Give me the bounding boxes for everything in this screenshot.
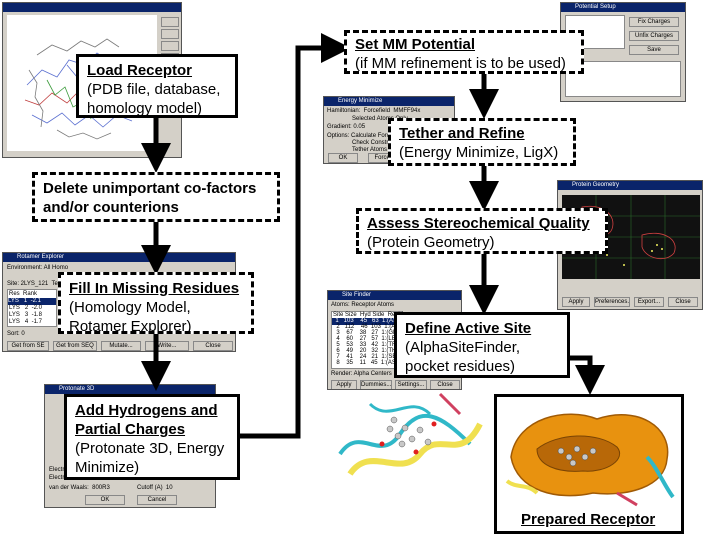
ok-button: OK [85, 495, 125, 505]
step-title: Fill In Missing Residues [69, 280, 240, 297]
vdw-field: van der Waals: 800R3 [49, 485, 110, 491]
apply-button: Apply [331, 380, 357, 389]
site-list: Site Size Hyd Side Residues 1 103 45 63 … [331, 311, 413, 369]
rotamer-window-title: Rotamer Explorer [17, 254, 65, 260]
settings-button: Settings... [395, 380, 427, 389]
ok-button: OK [328, 153, 358, 163]
step-subtitle: (Homology Model, Rotamer Explorer) [69, 299, 192, 335]
dummies-button: Dummies... [360, 380, 392, 389]
step-title: Add Hydrogens and Partial Charges [75, 402, 218, 438]
rotamer-row: LYS 4 -1.7 [9, 319, 42, 325]
apply-button: Apply [562, 297, 590, 307]
step-title: Load Receptor [87, 62, 193, 79]
active-site-render [330, 384, 490, 484]
get-from-seq-button: Get from SEQ [53, 341, 97, 351]
step-assess-quality: Assess Stereochemical Quality (Protein G… [356, 208, 608, 254]
step-fill-missing-residues: Fill In Missing Residues (Homology Model… [58, 272, 254, 335]
electrostatics-field: Electr [49, 475, 65, 481]
prepared-receptor-panel: Prepared Receptor [494, 394, 684, 534]
cutoff-field: Cutoff (A) 10 [137, 485, 173, 491]
site-row: 8 35 11 45 1:(ASN [333, 360, 401, 366]
save-button: Save [629, 45, 679, 55]
prepared-receptor-label: Prepared Receptor [521, 511, 656, 528]
window-titlebar [558, 181, 702, 190]
rotamer-row: Res Rank [9, 291, 38, 297]
potential-options-area [565, 61, 681, 97]
side-button [161, 17, 179, 27]
step-delete-cofactors: Delete unimportant co-factors and/or cou… [32, 172, 280, 222]
step-title: Tether and Refine [399, 125, 525, 142]
window-titlebar [324, 97, 454, 106]
fix-charges-button: Fix Charges [629, 17, 679, 27]
cancel-button: Cancel [137, 495, 177, 505]
close-button: Close [193, 341, 233, 351]
step-subtitle: (Protein Geometry) [367, 234, 495, 251]
step-title: Assess Stereochemical Quality [367, 215, 590, 232]
close-button: Close [668, 297, 698, 307]
window-titlebar [3, 253, 235, 262]
window-titlebar [3, 3, 181, 12]
electrostatics-field: Electr [49, 467, 65, 473]
pocket-surface-icon [505, 413, 675, 507]
energy-window-title: Energy Minimize [338, 98, 383, 104]
check-constraints-option: Check Constraints [352, 140, 402, 146]
step-tether-refine: Tether and Refine (Energy Minimize, LigX… [388, 118, 576, 166]
site-field: Site: 2LYS_121 Tem [7, 281, 63, 287]
arrow-define-to-final [560, 355, 605, 395]
window-titlebar [561, 3, 685, 12]
export-button: Export... [634, 297, 664, 307]
site-row: 1 103 45 63 1:(ASP [332, 318, 402, 325]
window-titlebar [328, 291, 461, 300]
atoms-field: Atoms: Receptor Atoms [331, 302, 395, 308]
side-button [161, 41, 179, 51]
step-subtitle: (AlphaSiteFinder, pocket residues) [405, 339, 521, 375]
environment-field: Environment: All Homo [7, 265, 69, 271]
site-row: 7 41 24 21 1:(SER [333, 354, 401, 360]
step-set-mm-potential: Set MM Potential (if MM refinement is to… [344, 30, 584, 74]
step-subtitle: (PDB file, database, homology model) [87, 81, 221, 117]
site-row: 4 60 27 57 1:(LEU [333, 336, 401, 342]
gradient-field: Gradient: 0.05 [327, 124, 366, 130]
step-text: Delete unimportant co-factors and/or cou… [43, 180, 257, 216]
site-row: 6 49 20 32 1:(THR [333, 348, 401, 354]
protein-cartoon-icon [338, 392, 483, 476]
get-from-se-button: Get from SE [7, 341, 49, 351]
rotamer-row: LYS 3 -1.8 [9, 312, 42, 318]
sort-field: Sort: 0 [7, 331, 25, 337]
rotamer-list: Res Rank LYS 1 -2.1 LYS 2 -2.0 LYS 3 -1.… [7, 289, 57, 327]
mutate-button: Mutate... [101, 341, 141, 351]
site-row: 5 53 33 42 1:(TRP [333, 342, 401, 348]
geometry-window-title: Protein Geometry [572, 182, 620, 188]
step-add-hydrogens: Add Hydrogens and Partial Charges (Proto… [64, 394, 240, 480]
arrow-hydrogens-to-mm [240, 33, 351, 439]
unfix-charges-button: Unfix Charges [629, 31, 679, 41]
step-define-active-site: Define Active Site (AlphaSiteFinder, poc… [394, 312, 570, 378]
side-button [161, 29, 179, 39]
rotamer-row: LYS 2 -2.0 [9, 305, 42, 311]
preferences-button: Preferences... [594, 297, 630, 307]
potential-window-title: Potential Setup [575, 4, 616, 10]
window-titlebar [45, 385, 215, 394]
step-subtitle: (Protonate 3D, Energy Minimize) [75, 440, 225, 476]
tether-atoms-option: Tether Atoms [352, 147, 388, 153]
options-field: Options: Calculate Forces [327, 133, 397, 139]
render-field: Render: Alpha Centers [331, 371, 392, 377]
close-button: Close [430, 380, 460, 389]
write-button: Write... [145, 341, 189, 351]
step-load-receptor: Load Receptor (PDB file, database, homol… [76, 54, 238, 118]
site-row: 3 67 38 27 1:(GLY [333, 330, 400, 336]
protonate-window-title: Protonate 3D [59, 386, 95, 392]
step-subtitle: (Energy Minimize, LigX) [399, 144, 559, 161]
step-subtitle: (if MM refinement is to be used) [355, 55, 566, 72]
step-title: Define Active Site [405, 320, 532, 337]
rotamer-row: LYS 1 -2.1 [8, 298, 56, 305]
forcefield-field: Hamiltonian: Forcefield MMFF94x [327, 108, 421, 114]
site-finder-window-title: Site Finder [342, 292, 372, 298]
step-title: Set MM Potential [355, 36, 476, 53]
